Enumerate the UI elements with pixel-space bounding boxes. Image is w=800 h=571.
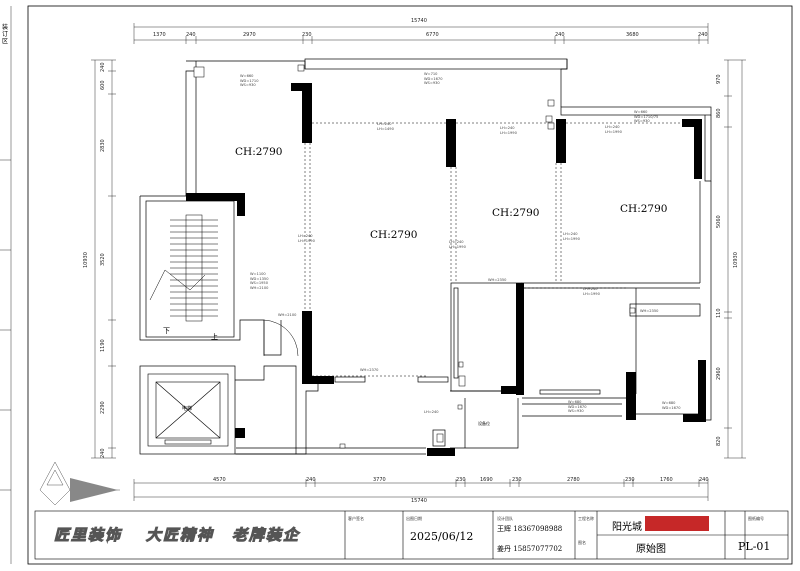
right-dim-6: 820 bbox=[716, 436, 722, 446]
designer-1: 王辉 18367098988 bbox=[497, 525, 563, 533]
room-ceiling-height-3: CH:2790 bbox=[492, 207, 540, 219]
designer-2: 姜丹 15857077702 bbox=[497, 545, 563, 553]
binding-area-label: 装订区 bbox=[2, 24, 9, 45]
left-total-dimension: 10930 bbox=[83, 252, 89, 268]
binding-ticks bbox=[0, 159, 11, 491]
company-slogan-3: 老牌装企 bbox=[231, 526, 301, 545]
room-ceiling-height-2: CH:2790 bbox=[370, 229, 418, 241]
company-slogan-1: 匠里装饰 bbox=[53, 526, 123, 545]
left-dimension-line bbox=[91, 59, 116, 459]
bottom-dim-6: 230 bbox=[512, 477, 522, 483]
project-name-color-bar bbox=[645, 516, 709, 531]
fixtures bbox=[193, 64, 636, 449]
bottom-dim-3: 3770 bbox=[373, 477, 386, 483]
bottom-dim-9: 1760 bbox=[660, 477, 673, 483]
drawing-number-value: PL-01 bbox=[738, 540, 771, 553]
drawing-title-value: 原始图 bbox=[636, 544, 666, 555]
door-swings bbox=[263, 319, 299, 357]
left-dim-1: 240 bbox=[100, 62, 106, 72]
beam-lines bbox=[304, 122, 694, 377]
client-signature-label: 客户签名 bbox=[348, 516, 364, 521]
left-dim-7: 240 bbox=[100, 448, 106, 458]
top-dim-4: 230 bbox=[302, 32, 312, 38]
bottom-total-dimension: 15740 bbox=[411, 498, 427, 504]
company-logo bbox=[39, 461, 120, 506]
right-dim-2: 860 bbox=[716, 108, 722, 118]
equipment-label: 设备位 bbox=[478, 421, 490, 426]
structural-walls bbox=[186, 83, 706, 456]
elevator-symbol bbox=[147, 373, 229, 447]
company-slogan-2: 大匠精神 bbox=[145, 526, 215, 545]
door-annotation-1: WH=2100 bbox=[278, 313, 297, 317]
beam-annotation-8: LH=240 bbox=[424, 410, 439, 414]
top-dimension-line bbox=[133, 23, 709, 44]
drawing-border bbox=[27, 5, 793, 565]
door-annotation-3: WH=2350 bbox=[488, 278, 507, 282]
bottom-dim-5: 1690 bbox=[480, 477, 493, 483]
bottom-dimension-line bbox=[133, 479, 709, 501]
left-dim-5: 1190 bbox=[100, 339, 106, 352]
left-dim-4: 3520 bbox=[100, 253, 106, 266]
top-dim-7: 3680 bbox=[626, 32, 639, 38]
issue-date-value: 2025/06/12 bbox=[410, 530, 474, 543]
door-annotation-4: WH=2350 bbox=[640, 309, 659, 313]
wall-outlines bbox=[139, 58, 712, 455]
bottom-dim-2: 240 bbox=[306, 477, 316, 483]
drawing-number-label: 图纸编号 bbox=[748, 516, 764, 521]
top-dim-1: 1370 bbox=[153, 32, 166, 38]
left-dim-2: 600 bbox=[100, 80, 106, 90]
right-dim-3: 5060 bbox=[716, 215, 722, 228]
project-name-value: 阳光城 bbox=[612, 522, 642, 533]
left-dim-3: 2830 bbox=[100, 139, 106, 152]
door-annotation-2: WH=2370 bbox=[360, 368, 379, 372]
left-dim-6: 2290 bbox=[100, 401, 106, 414]
bottom-dim-10: 240 bbox=[699, 477, 709, 483]
right-total-dimension: 10930 bbox=[733, 252, 739, 268]
room-ceiling-height-1: CH:2790 bbox=[235, 146, 283, 158]
bottom-dim-4: 230 bbox=[456, 477, 466, 483]
title-block-grid bbox=[34, 510, 789, 560]
right-dim-5: 2960 bbox=[716, 367, 722, 380]
project-name-label: 工程名称 bbox=[578, 516, 594, 521]
top-dim-6: 240 bbox=[555, 32, 565, 38]
right-dimension-line bbox=[724, 59, 746, 459]
elevator-label: 电梯 bbox=[182, 406, 193, 412]
right-dim-1: 970 bbox=[716, 74, 722, 84]
top-total-dimension: 15740 bbox=[411, 18, 427, 24]
stairs-up-label: 上 bbox=[211, 333, 218, 341]
bottom-dim-7: 2780 bbox=[567, 477, 580, 483]
stair-treads bbox=[149, 214, 218, 322]
top-dim-3: 2970 bbox=[243, 32, 256, 38]
issue-date-label: 出图日期 bbox=[406, 516, 422, 521]
stairs-down-label: 下 bbox=[163, 327, 170, 335]
bottom-dim-8: 230 bbox=[625, 477, 635, 483]
top-dim-8: 240 bbox=[698, 32, 708, 38]
top-dim-5: 6770 bbox=[426, 32, 439, 38]
bottom-dim-1: 4570 bbox=[213, 477, 226, 483]
room-ceiling-height-4: CH:2790 bbox=[620, 203, 668, 215]
top-dim-2: 240 bbox=[186, 32, 196, 38]
design-team-label: 设计团队 bbox=[497, 516, 513, 521]
right-dim-4: 110 bbox=[716, 308, 722, 318]
drawing-title-label: 图名 bbox=[578, 540, 586, 545]
